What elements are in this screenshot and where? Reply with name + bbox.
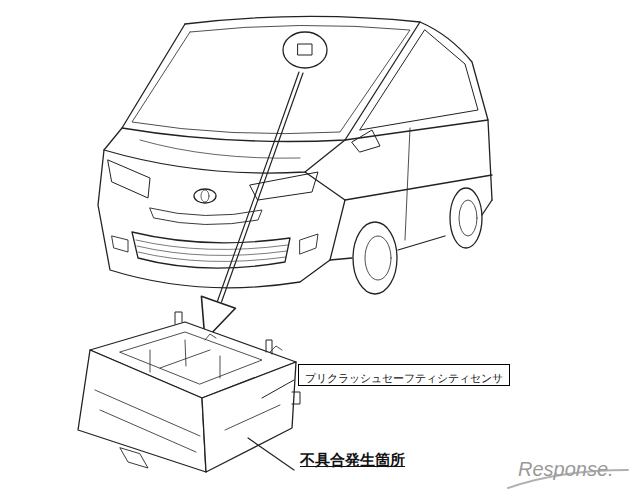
front-face bbox=[98, 150, 345, 288]
rear-wheel-hub bbox=[459, 200, 477, 236]
defect-location-label: 不具合発生箇所 bbox=[300, 451, 405, 470]
sensor-details bbox=[95, 332, 282, 452]
side-body bbox=[330, 120, 492, 260]
sensor-location-circle bbox=[283, 32, 327, 68]
door-line bbox=[405, 128, 410, 240]
side-window bbox=[360, 30, 478, 130]
front-wheel bbox=[353, 222, 397, 294]
grille-bars bbox=[136, 240, 288, 261]
watermark: Response. bbox=[518, 458, 614, 481]
hood bbox=[104, 128, 345, 173]
part-name: プリクラッシュセーフティシティセンサ bbox=[305, 372, 503, 385]
toyota-emblem-inner bbox=[201, 190, 209, 202]
right-headlight bbox=[250, 172, 318, 200]
lower-grille bbox=[132, 232, 290, 268]
sensor-pins bbox=[175, 312, 300, 404]
front-wheel-hub bbox=[365, 236, 391, 280]
pointing-arrow-shaft bbox=[218, 72, 304, 302]
toyota-emblem bbox=[194, 189, 216, 203]
sensor-side bbox=[202, 362, 296, 472]
sensor-connector bbox=[120, 448, 148, 468]
callout-box: プリクラッシュセーフティシティセンサ bbox=[298, 364, 510, 386]
windshield bbox=[122, 22, 420, 142]
sensor-name-leader bbox=[262, 380, 294, 398]
sensor-mini bbox=[298, 44, 312, 55]
rear-wheel bbox=[450, 188, 482, 248]
mirror bbox=[352, 130, 380, 152]
defect-leader bbox=[248, 438, 294, 470]
fog-lamps bbox=[112, 234, 318, 254]
left-headlight bbox=[108, 160, 150, 198]
